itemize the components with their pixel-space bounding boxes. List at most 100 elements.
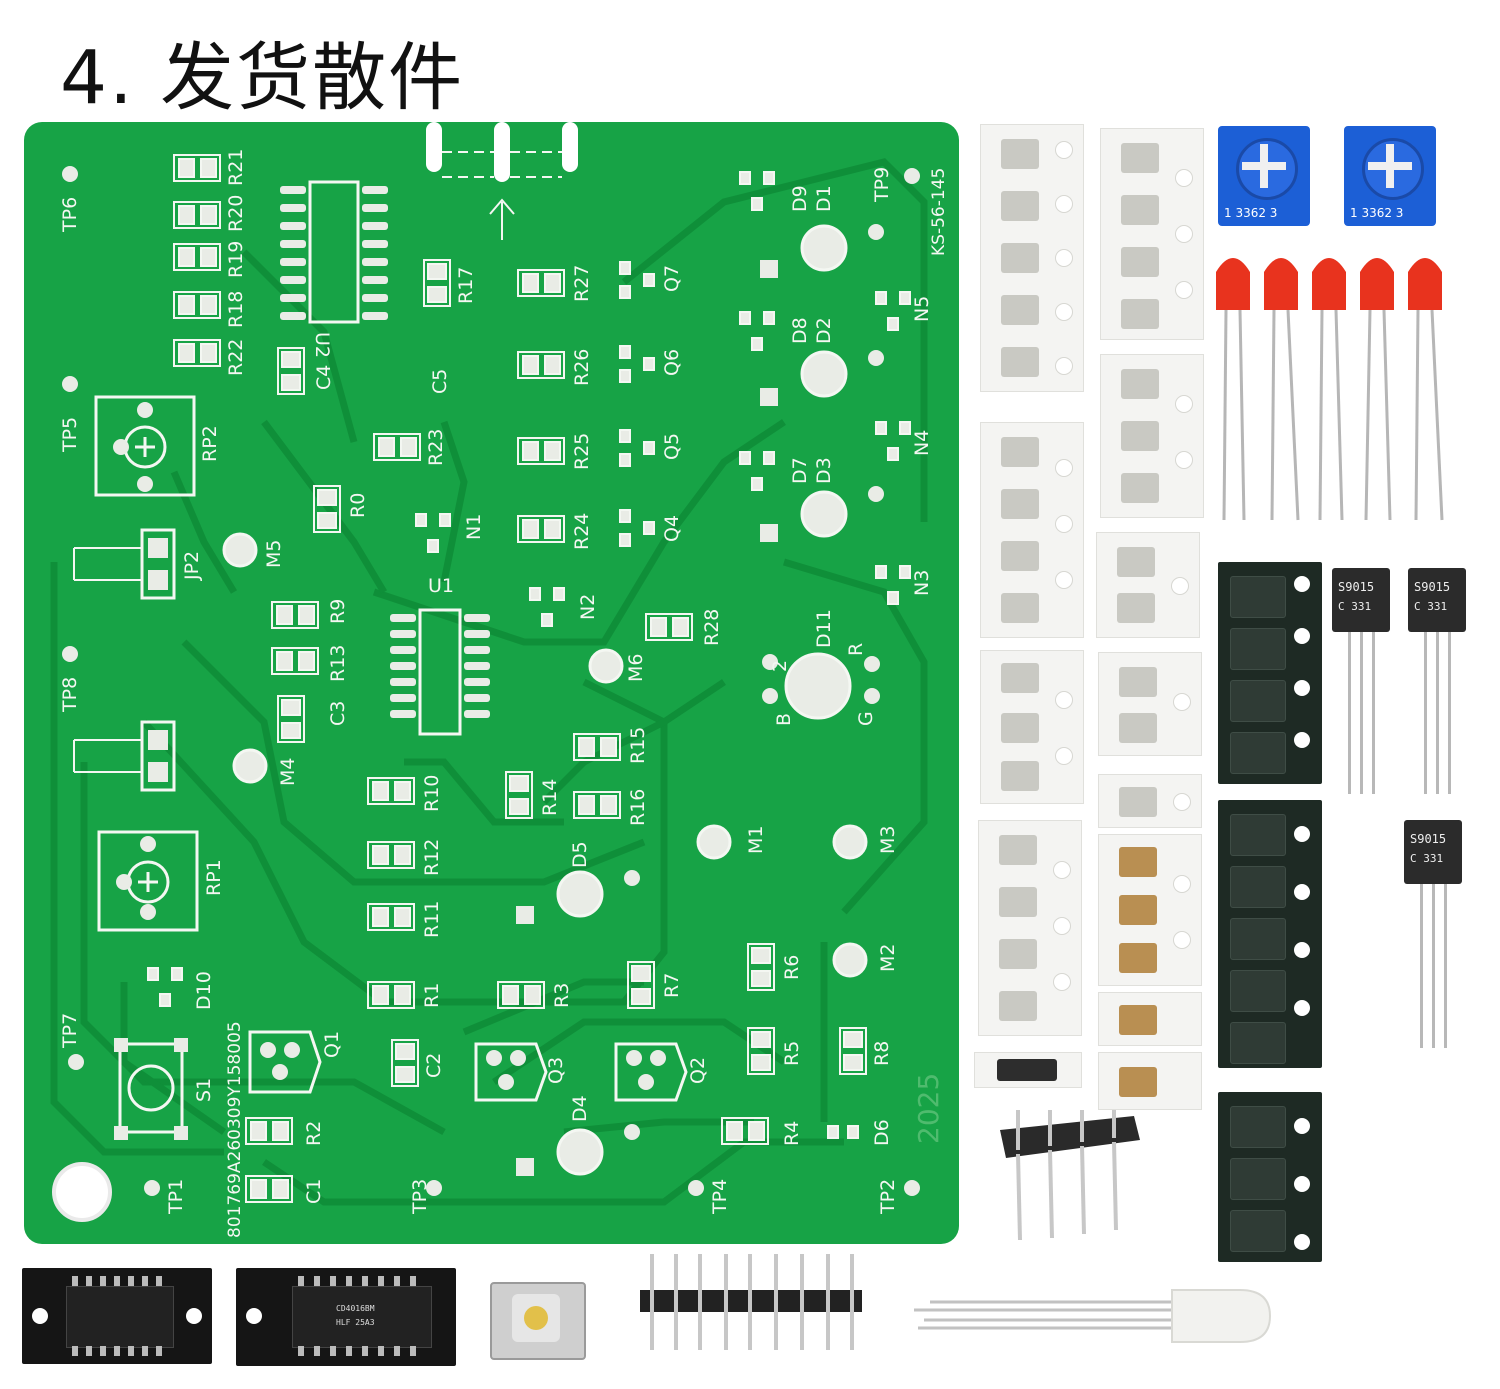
label-r27: R27	[571, 265, 593, 302]
smd-tape	[980, 124, 1084, 392]
label-q2: Q2	[687, 1057, 709, 1084]
board-edge-connector	[426, 122, 578, 240]
label-r14: R14	[539, 779, 561, 816]
label-u2: U2	[311, 332, 333, 358]
smd-tape	[1098, 1052, 1202, 1110]
label-r23: R23	[425, 429, 447, 466]
label-r21: R21	[225, 149, 247, 186]
switch-footprint	[114, 1038, 188, 1140]
label-q7: Q7	[661, 265, 683, 292]
label-r24: R24	[571, 513, 593, 550]
label-m3: M3	[877, 826, 899, 854]
label-ks: KS-56-145	[929, 168, 949, 256]
label-r13: R13	[327, 645, 349, 682]
label-r17: R17	[455, 267, 477, 304]
pot-label: 1 3362 3	[1224, 206, 1278, 220]
pot-outlines	[94, 395, 199, 932]
label-d4: D4	[569, 1095, 591, 1122]
label-c4: C4	[313, 365, 335, 390]
smd-tape	[1100, 354, 1204, 518]
ic-marking-sub: HLF 25A3	[336, 1318, 375, 1327]
label-d10: D10	[193, 971, 215, 1010]
pin-header-9	[640, 1254, 862, 1350]
ic-marking: CD4016BM	[336, 1304, 375, 1313]
mount-pads	[222, 532, 868, 978]
label-n5: N5	[911, 296, 933, 322]
label-s1: S1	[193, 1078, 215, 1102]
label-u1: U1	[428, 575, 454, 597]
label-jp2: JP2	[181, 551, 203, 581]
label-c3: C3	[327, 701, 349, 726]
pcb-traces	[50, 158, 928, 1206]
label-r2: R2	[303, 1121, 325, 1146]
test-points	[62, 166, 920, 1196]
label-two: 2	[769, 660, 791, 672]
smd-tape	[1098, 774, 1202, 828]
label-d8: D8	[789, 317, 811, 344]
label-r25: R25	[571, 433, 593, 470]
red-leds	[1216, 258, 1444, 521]
label-tp8: TP8	[59, 677, 81, 713]
label-r19: R19	[225, 241, 247, 278]
smd-tape	[1098, 834, 1202, 986]
label-m2: M2	[877, 944, 899, 972]
label-serial: 801769A260309Y158005	[225, 1021, 245, 1238]
label-q3: Q3	[545, 1057, 567, 1084]
label-d2: D2	[813, 317, 835, 344]
ic-tape	[22, 1268, 212, 1364]
label-r28: R28	[701, 609, 723, 646]
sot-tape	[1218, 562, 1322, 784]
silkscreen-labels: TP6 TP5 TP8 TP7 TP1 TP3 TP4 TP2 TP9 RP2 …	[59, 149, 949, 1238]
tact-switch	[484, 1282, 590, 1360]
sot-tape	[1218, 1092, 1322, 1262]
label-tp6: TP6	[59, 197, 81, 233]
smd-tape	[980, 650, 1084, 804]
label-q6: Q6	[661, 349, 683, 376]
to92-footprints	[248, 1030, 688, 1102]
label-q1: Q1	[321, 1031, 343, 1058]
pin-header-4	[1000, 1110, 1140, 1241]
smd-tape	[1096, 532, 1200, 638]
transistor-s9015: S9015 C 331	[1408, 568, 1468, 798]
label-m1: M1	[745, 826, 767, 854]
label-n1: N1	[463, 514, 485, 540]
pcb-board: TP6 TP5 TP8 TP7 TP1 TP3 TP4 TP2 TP9 RP2 …	[24, 122, 959, 1244]
smd-tape	[978, 820, 1082, 1036]
label-r11: R11	[421, 901, 443, 938]
label-r4: R4	[781, 1121, 803, 1146]
ic-tape: CD4016BM HLF 25A3	[236, 1268, 456, 1366]
label-r8: R8	[871, 1041, 893, 1066]
ic-footprints	[280, 180, 490, 736]
sot-tape	[1218, 800, 1322, 1068]
label-d11: D11	[813, 609, 835, 648]
label-c2: C2	[423, 1053, 445, 1078]
label-tp3: TP3	[409, 1179, 431, 1215]
trimmer-pot: 1 3362 3	[1218, 126, 1310, 226]
label-g: G	[855, 711, 877, 726]
label-d5: D5	[569, 841, 591, 868]
trimmer-pot: 1 3362 3	[1344, 126, 1436, 226]
label-r: R	[845, 643, 867, 656]
tact-switch-tape	[974, 1052, 1082, 1088]
smd-tape	[980, 422, 1084, 638]
pot-pads	[113, 402, 156, 920]
label-r3: R3	[551, 983, 573, 1008]
label-r18: R18	[225, 291, 247, 328]
label-r15: R15	[627, 727, 649, 764]
label-tp4: TP4	[709, 1179, 731, 1215]
transistor-s9015: S9015 C 331	[1332, 568, 1392, 798]
rgb-led	[914, 1289, 1272, 1343]
label-n4: N4	[911, 430, 933, 456]
label-q4: Q4	[661, 515, 683, 542]
label-n2: N2	[577, 594, 599, 620]
label-r26: R26	[571, 349, 593, 386]
label-r9: R9	[327, 599, 349, 624]
label-c5: C5	[429, 369, 451, 394]
label-r12: R12	[421, 839, 443, 876]
label-r16: R16	[627, 789, 649, 826]
label-r20: R20	[225, 195, 247, 232]
label-b: B	[773, 713, 795, 726]
page-title: 4. 发货散件	[60, 35, 465, 121]
label-r1: R1	[421, 983, 443, 1008]
led-footprints	[516, 224, 884, 1176]
